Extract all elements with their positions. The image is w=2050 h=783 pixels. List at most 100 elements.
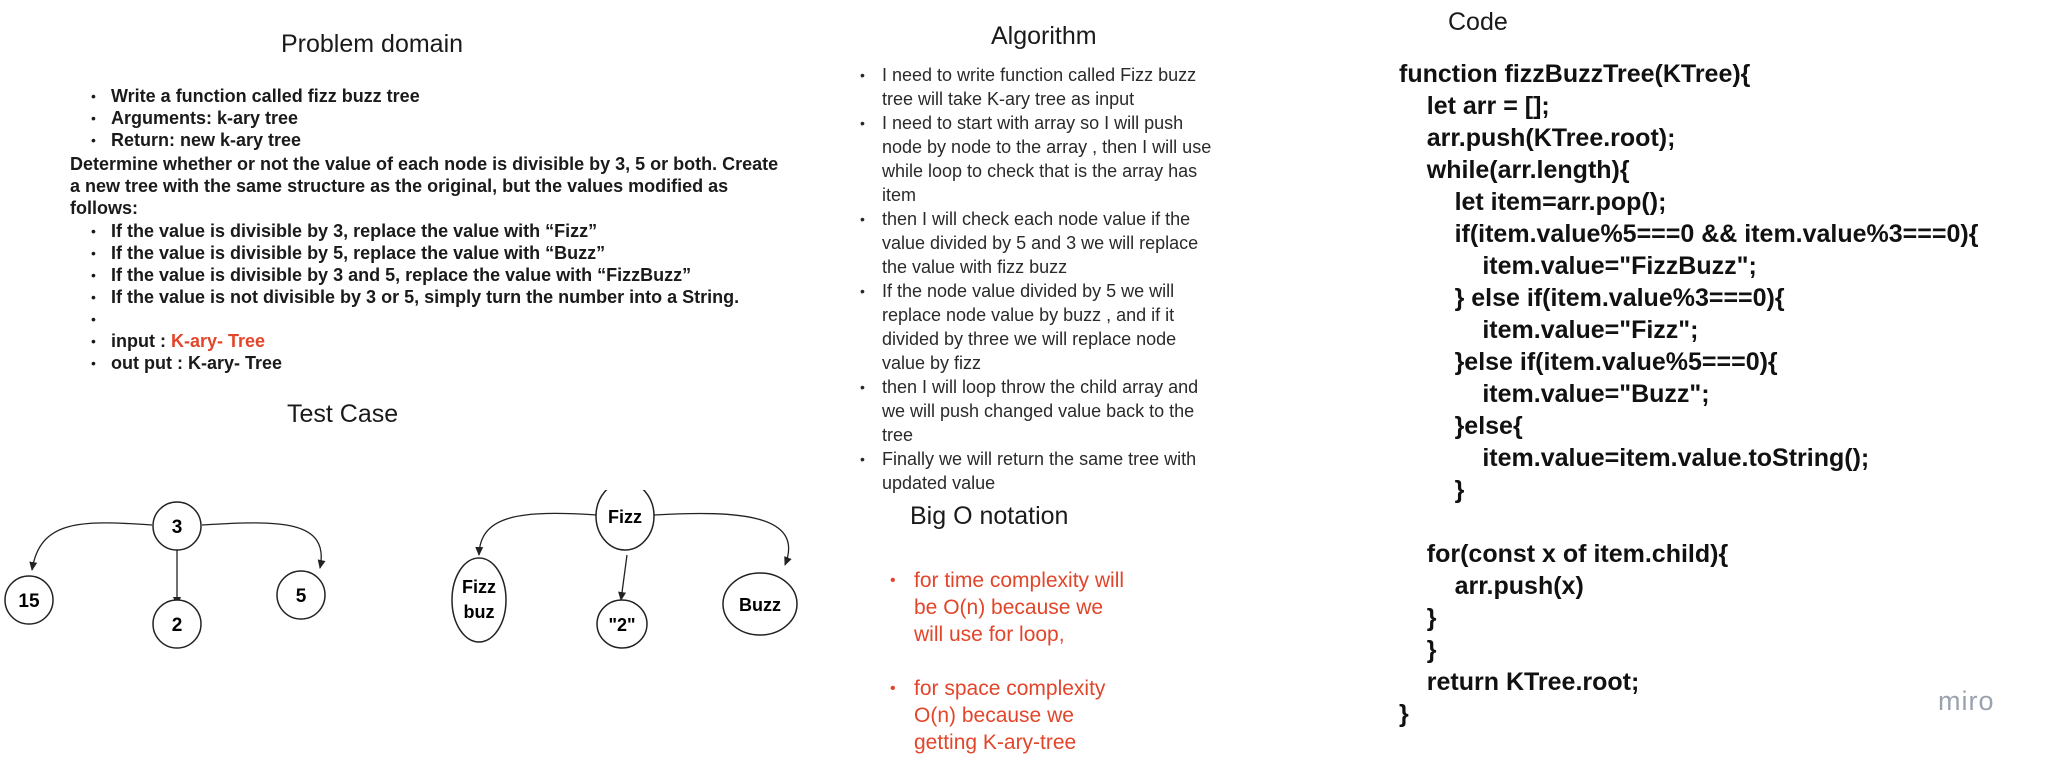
step-line: item	[882, 185, 917, 205]
tree2-edge-right	[653, 512, 792, 566]
step-line: tree	[882, 425, 914, 445]
rule-item: If the value is divisible by 3, replace …	[71, 220, 739, 242]
code-line: }else{	[1399, 412, 1523, 440]
tree2-node-root: Fizz	[595, 490, 655, 551]
test-case-heading: Test Case	[287, 400, 399, 428]
problem-domain-heading: Problem domain	[281, 30, 464, 58]
problem-description: Determine whether or not the value of ea…	[70, 153, 778, 219]
rule-item: If the value is divisible by 5, replace …	[71, 242, 739, 264]
big-o-heading: Big O notation	[910, 502, 1069, 530]
tree2-edge-middle	[618, 554, 628, 601]
problem-rules: If the value is divisible by 3, replace …	[71, 220, 739, 374]
big-o-line: be O(n) because we	[914, 596, 1104, 619]
problem-bullet: Return: new k-ary tree	[71, 129, 420, 151]
big-o-item-time: for time complexity will be O(n) because…	[884, 567, 1184, 648]
problem-bullet: Arguments: k-ary tree	[71, 107, 420, 129]
step-line: I need to start with array so I will pus…	[882, 113, 1184, 133]
svg-text:Buzz: Buzz	[739, 595, 781, 615]
tree2-node-middle: "2"	[596, 599, 648, 649]
code-line: let item=arr.pop();	[1399, 188, 1667, 216]
code-line: return KTree.root;	[1399, 668, 1640, 696]
algorithm-step: I need to write function called Fizz buz…	[858, 63, 1288, 111]
tree1-node-root: 3	[152, 501, 202, 551]
algorithm-step: then I will check each node value if the…	[858, 207, 1288, 279]
svg-text:5: 5	[296, 586, 307, 607]
tree1-edge-right	[201, 522, 326, 569]
step-line: If the node value divided by 5 we will	[882, 281, 1175, 301]
problem-description-line: a new tree with the same structure as th…	[70, 176, 729, 196]
test-case-diagram: 3 15 2 5 Fizz Fizz buz "2" Buzz	[4, 490, 798, 649]
tree1-node-right: 5	[276, 570, 326, 620]
step-line: then I will check each node value if the	[882, 209, 1191, 229]
big-o-line: O(n) because we	[914, 704, 1074, 727]
input-label: input :	[111, 331, 166, 351]
tree2-node-left: Fizz buz	[451, 557, 507, 643]
big-o-list: for time complexity will be O(n) because…	[884, 567, 1184, 783]
output-item: out put : K-ary- Tree	[71, 352, 739, 374]
problem-description-line: Determine whether or not the value of ea…	[70, 154, 779, 174]
tree1-node-middle: 2	[152, 599, 202, 649]
step-line: tree will take K-ary tree as input	[882, 89, 1135, 109]
algorithm-step: then I will loop throw the child array a…	[858, 375, 1288, 447]
big-o-line: will use for loop,	[914, 623, 1065, 646]
svg-text:"2": "2"	[608, 615, 635, 635]
big-o-line: for space complexity	[914, 677, 1106, 700]
step-line: divided by three we will replace node	[882, 329, 1177, 349]
input-item: input : K-ary- Tree	[71, 330, 739, 352]
code-line: }	[1399, 476, 1465, 504]
svg-text:Fizz: Fizz	[462, 577, 496, 597]
step-line: updated value	[882, 473, 996, 493]
algorithm-step: Finally we will return the same tree wit…	[858, 447, 1288, 495]
svg-text:15: 15	[18, 591, 40, 612]
step-line: Finally we will return the same tree wit…	[882, 449, 1197, 469]
step-line: then I will loop throw the child array a…	[882, 377, 1199, 397]
big-o-line: getting K-ary-tree	[914, 731, 1077, 754]
code-line: } else if(item.value%3===0){	[1399, 284, 1785, 312]
step-line: value by fizz	[882, 353, 982, 373]
code-line: arr.push(KTree.root);	[1399, 124, 1676, 152]
code-block: function fizzBuzzTree(KTree){ let arr = …	[1399, 60, 2039, 740]
problem-bullets: Write a function called fizz buzz tree A…	[71, 85, 420, 151]
code-line: let arr = [];	[1399, 92, 1550, 120]
step-line: the value with fizz buzz	[882, 257, 1068, 277]
code-line: }	[1399, 700, 1409, 728]
step-line: I need to write function called Fizz buz…	[882, 65, 1197, 85]
code-heading: Code	[1448, 8, 1508, 36]
code-line: item.value="FizzBuzz";	[1399, 252, 1757, 280]
step-line: we will push changed value back to the	[882, 401, 1195, 421]
algorithm-step: If the node value divided by 5 we will r…	[858, 279, 1288, 375]
code-line: item.value="Fizz";	[1399, 316, 1699, 344]
code-line: }	[1399, 636, 1437, 664]
big-o-item-space: for space complexity O(n) because we get…	[884, 675, 1184, 756]
rule-item-empty	[71, 308, 739, 330]
rule-item: If the value is not divisible by 3 or 5,…	[71, 286, 739, 308]
big-o-line: for time complexity will	[914, 569, 1125, 592]
step-line: node by node to the array , then I will …	[882, 137, 1212, 157]
code-line: arr.push(x)	[1399, 572, 1584, 600]
problem-description-line: follows:	[70, 198, 138, 218]
algorithm-steps: I need to write function called Fizz buz…	[858, 63, 1288, 495]
code-line: item.value="Buzz";	[1399, 380, 1710, 408]
algorithm-step: I need to start with array so I will pus…	[858, 111, 1288, 207]
code-line: }	[1399, 604, 1437, 632]
code-line: while(arr.length){	[1399, 156, 1630, 184]
svg-text:3: 3	[172, 517, 183, 538]
svg-text:Fizz: Fizz	[608, 507, 642, 527]
miro-watermark: miro	[1938, 686, 1995, 716]
algorithm-heading: Algorithm	[991, 22, 1097, 50]
step-line: value divided by 5 and 3 we will replace	[882, 233, 1199, 253]
tree2-edge-left	[475, 512, 598, 556]
problem-bullet: Write a function called fizz buzz tree	[71, 85, 420, 107]
rule-item: If the value is divisible by 3 and 5, re…	[71, 264, 739, 286]
code-line: function fizzBuzzTree(KTree){	[1399, 60, 1751, 88]
tree2-node-right: Buzz	[722, 572, 798, 636]
code-line: for(const x of item.child){	[1399, 540, 1729, 568]
tree1-edge-left	[29, 522, 153, 571]
svg-text:buz: buz	[464, 602, 495, 622]
code-line: if(item.value%5===0 && item.value%3===0)…	[1399, 220, 1979, 248]
step-line: while loop to check that is the array ha…	[882, 161, 1198, 181]
tree1-node-left: 15	[4, 575, 54, 625]
code-line: item.value=item.value.toString();	[1399, 444, 1870, 472]
code-line: }else if(item.value%5===0){	[1399, 348, 1778, 376]
step-line: replace node value by buzz , and if it	[882, 305, 1175, 325]
